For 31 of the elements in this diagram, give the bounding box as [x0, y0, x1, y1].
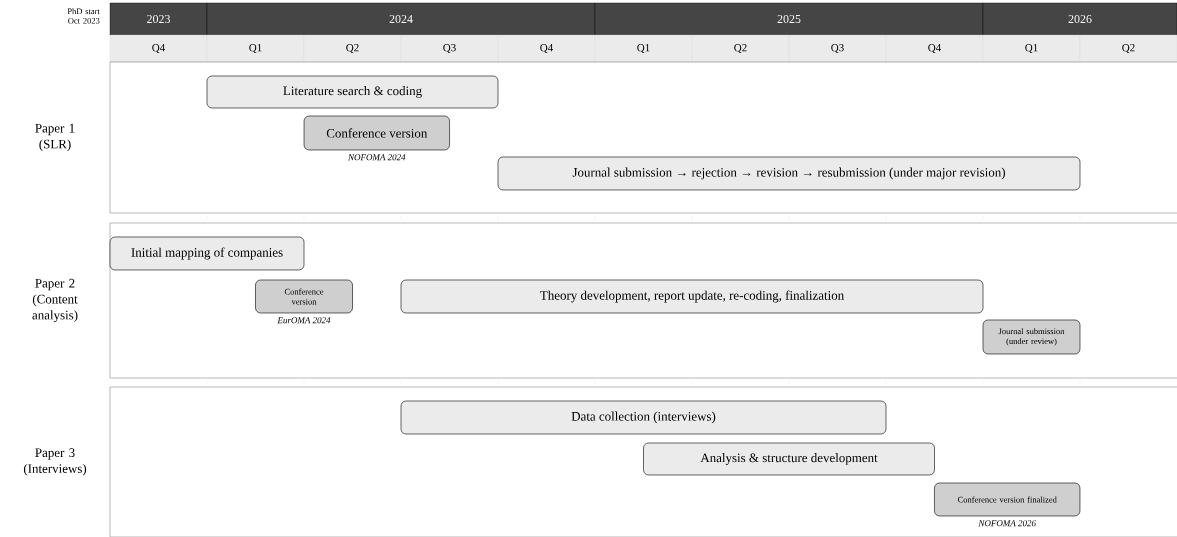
task-bar: Journal submission (under review): [982, 319, 1081, 355]
quarter-cell: Q4: [885, 34, 984, 63]
quarter-cell: Q1: [206, 34, 305, 63]
quarter-cell: Q3: [400, 34, 499, 63]
task-bar: Conference version: [303, 115, 450, 151]
task-bar: Analysis & structure development: [643, 442, 935, 476]
quarter-cell: Q2: [303, 34, 402, 63]
year-cell: 2023: [109, 2, 208, 36]
task-bar: Conference version finalized: [934, 482, 1081, 517]
task-bar: Literature search & coding: [206, 75, 499, 109]
task-bar: Journal submission → rejection → revision → resubmission (under major revision): [497, 156, 1081, 191]
start-note: PhD start Oct 2023: [67, 8, 100, 24]
venue-label: EurOMA 2024: [277, 317, 331, 324]
task-bar: Theory development, report update, re-coding, finalization: [400, 279, 984, 314]
node-label: Q2: [1122, 43, 1135, 54]
row-heading: Paper 3 (Interviews): [23, 448, 87, 476]
task-bar: Conference version: [255, 279, 353, 314]
venue-label: NOFOMA 2024: [348, 154, 406, 161]
quarter-cell: Q4: [109, 34, 208, 63]
task-bar: Initial mapping of companies: [109, 236, 305, 271]
quarter-cell: Q4: [497, 34, 596, 63]
quarter-cell: Q2: [691, 34, 790, 63]
quarter-cell: Q1: [594, 34, 693, 63]
venue-label: NOFOMA 2026: [978, 520, 1036, 527]
quarter-cell: Q1: [982, 34, 1081, 63]
task-bar: Data collection (interviews): [400, 400, 887, 435]
quarter-cell: Q2: [1079, 34, 1177, 63]
year-cell: 2026: [982, 2, 1177, 36]
row-heading: Paper 1 (SLR): [35, 123, 75, 152]
quarter-cell: Q3: [788, 34, 887, 63]
row-heading: Paper 2 (Content analysis): [32, 278, 78, 323]
